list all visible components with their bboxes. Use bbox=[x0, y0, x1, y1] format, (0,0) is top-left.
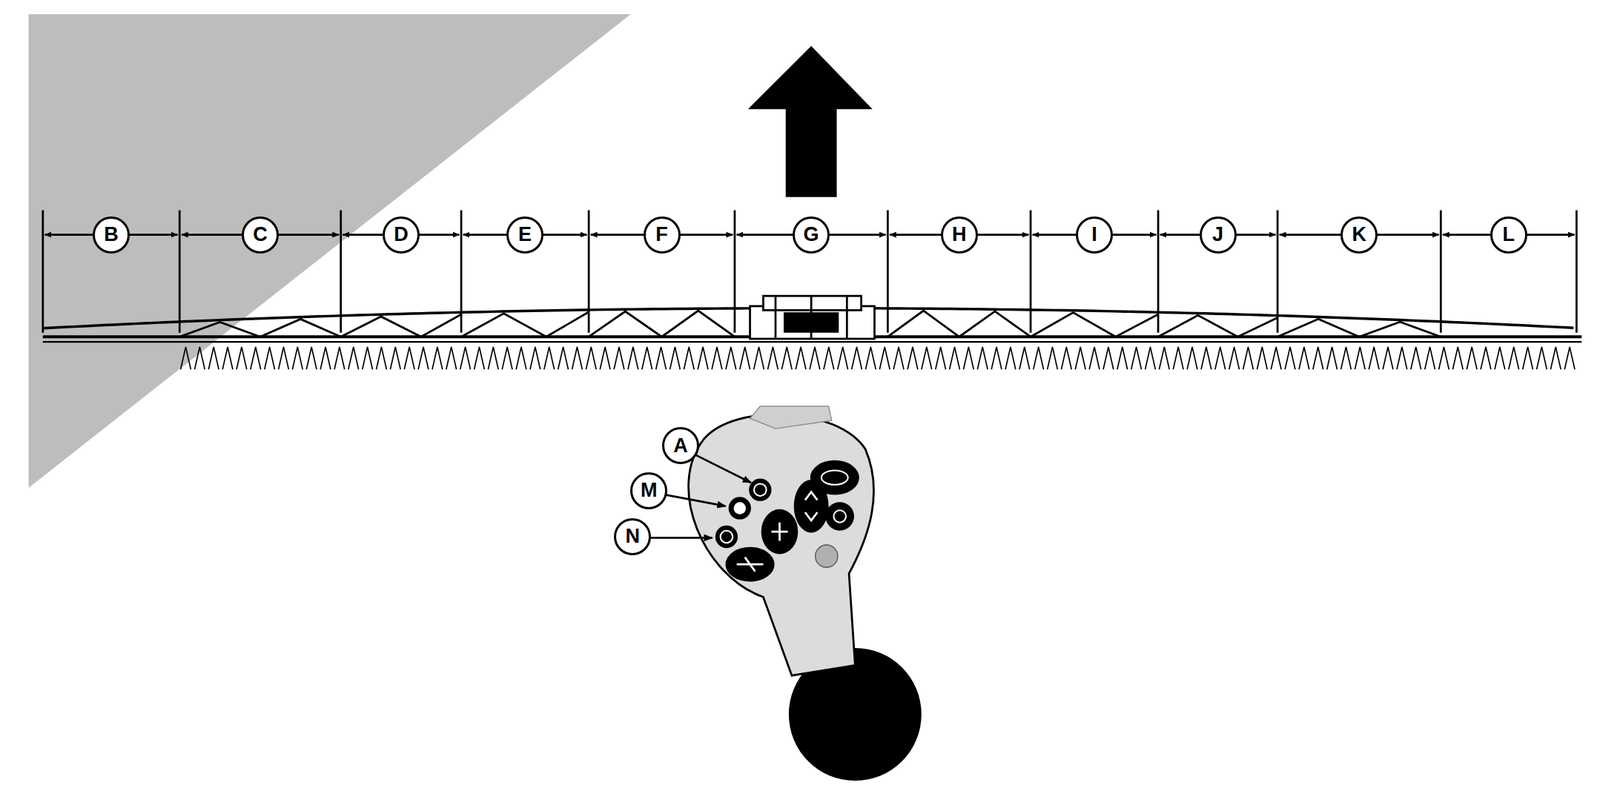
callout-letter: I bbox=[1075, 216, 1113, 254]
callout-letter: G bbox=[792, 216, 830, 254]
joystick bbox=[688, 406, 922, 781]
callout-letter: K bbox=[1340, 216, 1378, 254]
callout-letter: D bbox=[382, 216, 420, 254]
center-frame bbox=[750, 295, 875, 339]
callout-letter: H bbox=[940, 216, 978, 254]
callout-letter: L bbox=[1490, 216, 1528, 254]
callout-letter: N bbox=[613, 518, 651, 556]
nozzle-row bbox=[180, 346, 1575, 370]
callout-letter: E bbox=[506, 216, 544, 254]
callout-letter: A bbox=[662, 427, 700, 465]
direction-arrow bbox=[748, 45, 873, 198]
dimension-lines bbox=[43, 210, 1578, 333]
callout-letter: B bbox=[92, 216, 130, 254]
shaded-area bbox=[28, 14, 631, 488]
callout-letter: C bbox=[241, 216, 279, 254]
callout-letter: F bbox=[643, 216, 681, 254]
callout-letter: J bbox=[1199, 216, 1237, 254]
callout-letter: M bbox=[630, 472, 668, 510]
